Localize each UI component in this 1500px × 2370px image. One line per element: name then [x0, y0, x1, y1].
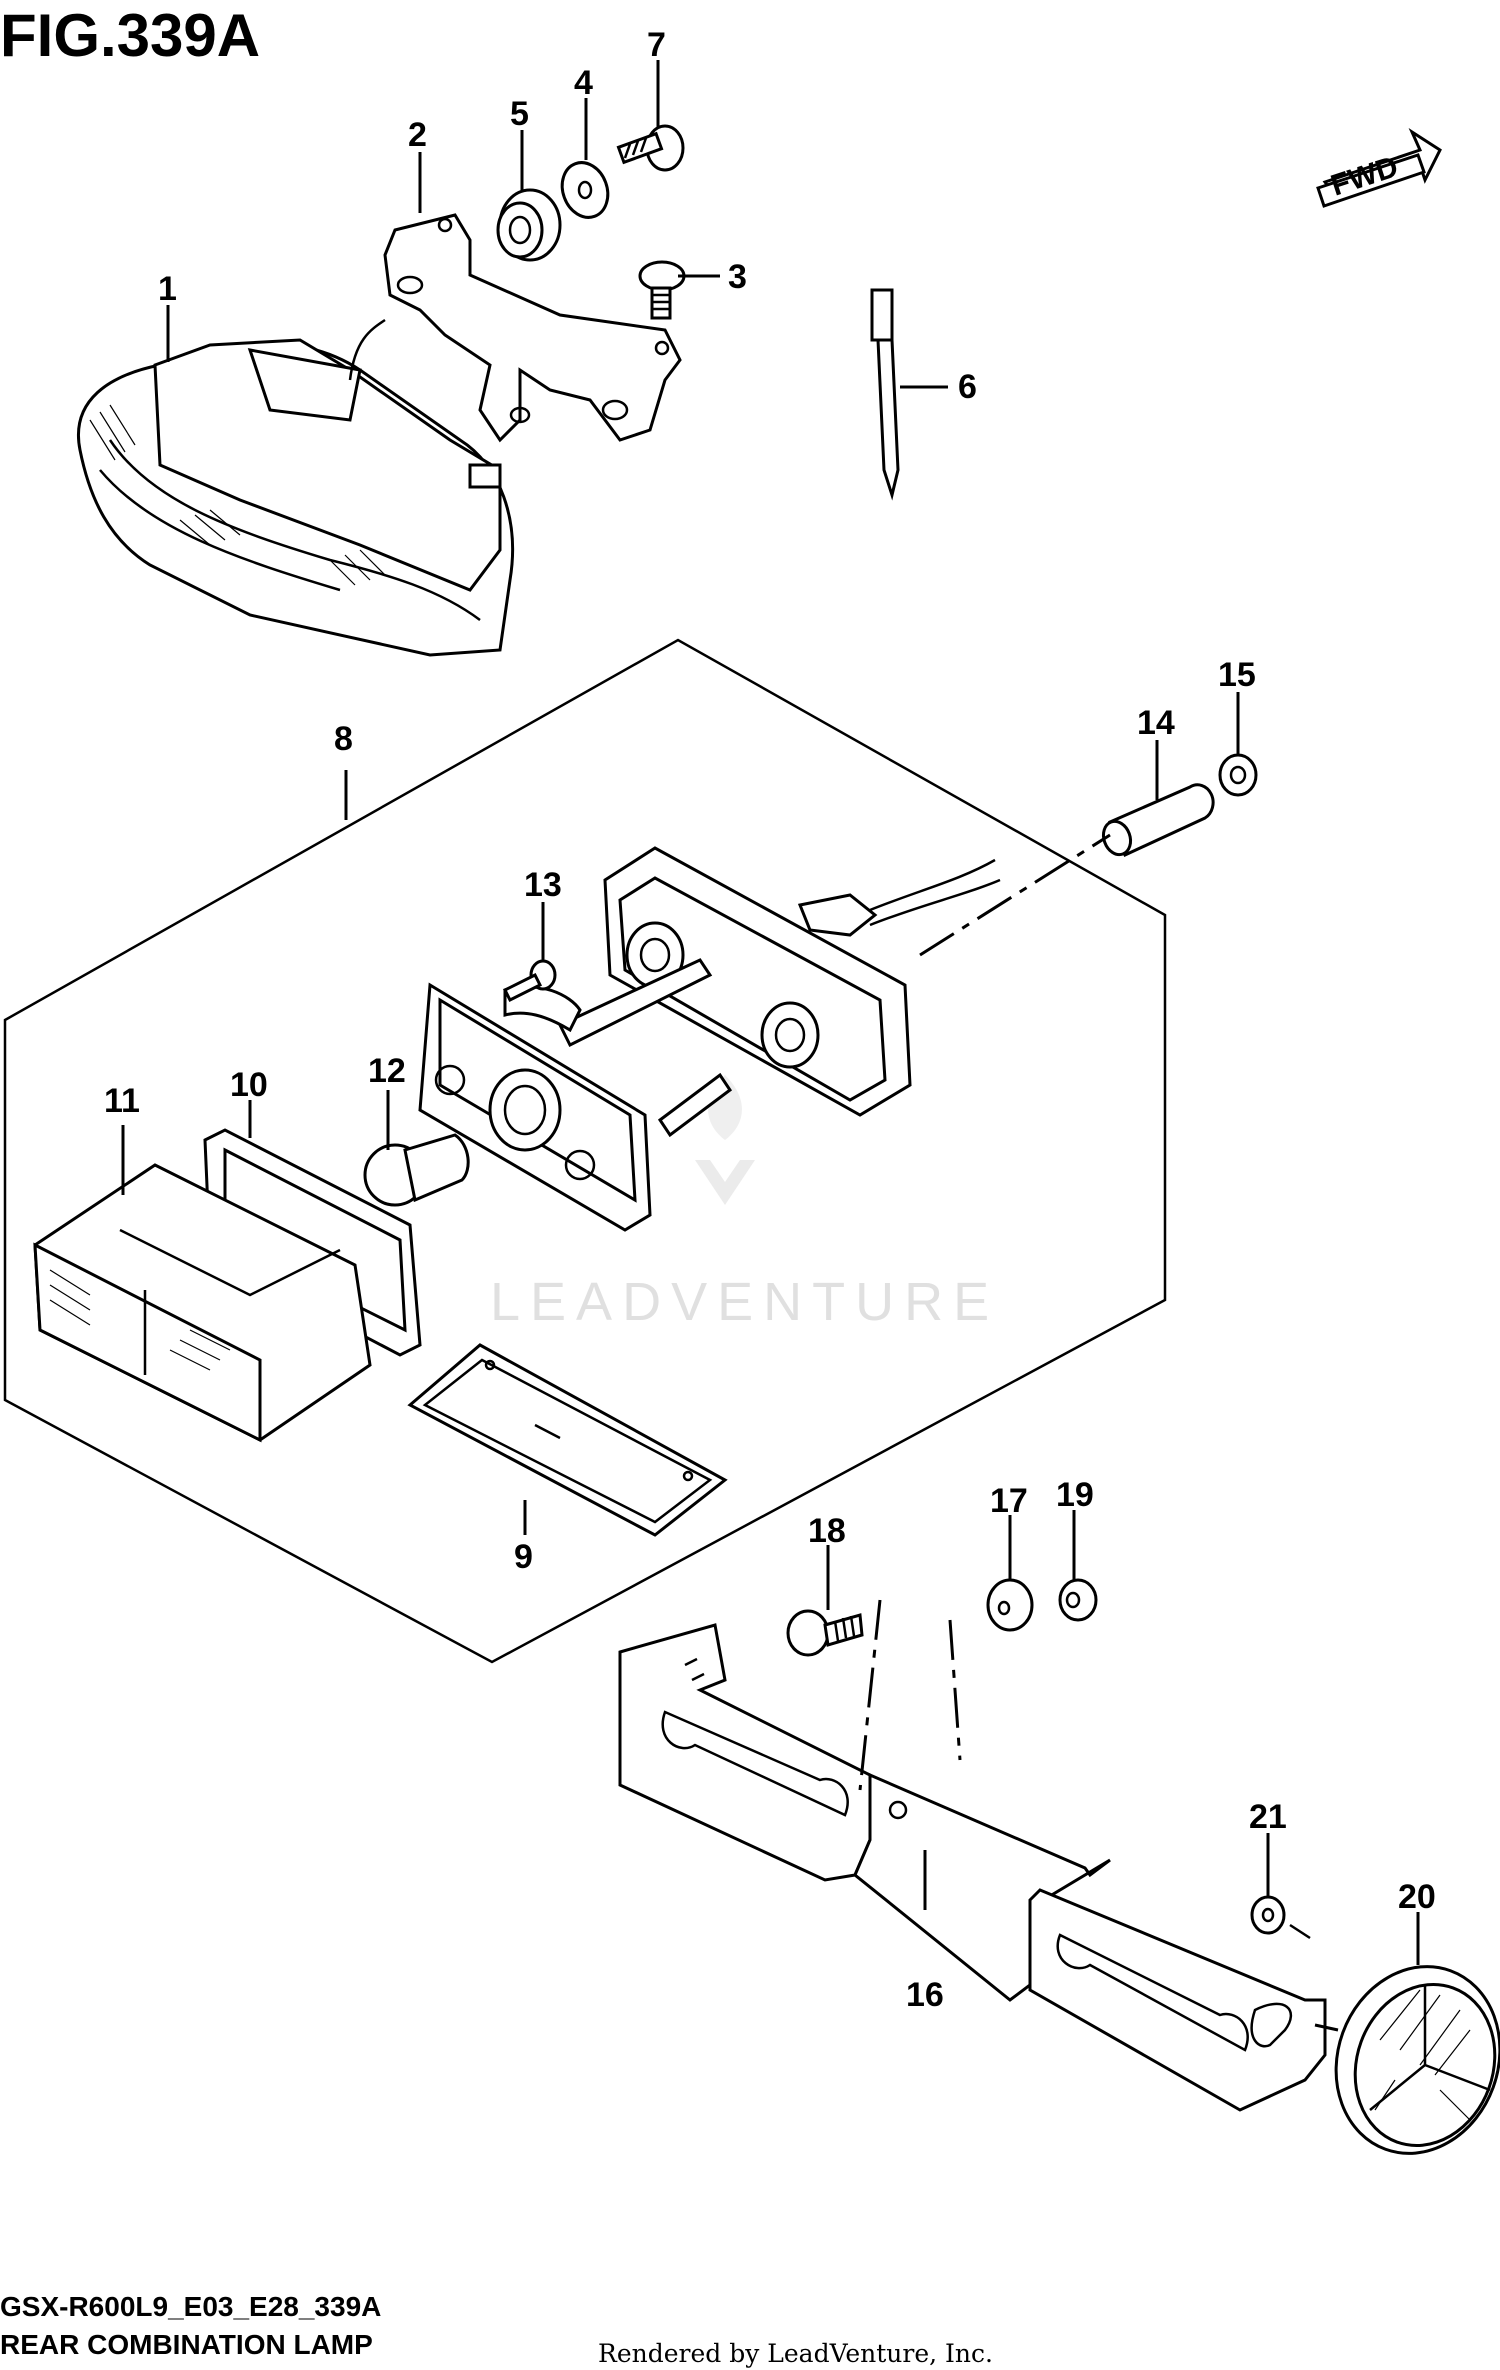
callout-1: 1 [158, 270, 177, 308]
callout-19: 19 [1056, 1476, 1094, 1514]
figure-title: FIG.339A [0, 2, 260, 69]
callout-9: 9 [514, 1538, 533, 1576]
callout-12: 12 [368, 1052, 406, 1090]
part-screw-7 [616, 124, 685, 172]
fwd-label: FWD [1327, 150, 1402, 202]
assembly-outline [3, 638, 1167, 1664]
callout-16: 16 [906, 1976, 944, 2014]
callout-6: 6 [958, 368, 977, 406]
render-credit: Rendered by LeadVenture, Inc. [598, 2339, 993, 2368]
leader-lines [121, 60, 1420, 1965]
part-cover-9 [407, 1343, 728, 1537]
callout-15: 15 [1218, 656, 1256, 694]
forward-arrow-icon: FWD [1316, 128, 1442, 208]
part-cable-tie [870, 288, 900, 501]
model-code: GSX-R600L9_E03_E28_339A [0, 2291, 381, 2322]
callout-20: 20 [1398, 1878, 1436, 1916]
part-washer-4 [560, 161, 610, 219]
part-lamp-socket-base [418, 958, 733, 1232]
callout-17: 17 [990, 1482, 1028, 1520]
part-bracket [383, 213, 682, 443]
callout-10: 10 [230, 1066, 268, 1104]
part-nut-19 [1058, 1578, 1098, 1622]
callout-21: 21 [1249, 1798, 1287, 1836]
part-bulb-12 [363, 1133, 470, 1207]
callout-4: 4 [574, 64, 593, 102]
callout-18: 18 [808, 1512, 846, 1550]
part-reflector-20 [1314, 1965, 1500, 2155]
part-nut-15 [1218, 753, 1258, 797]
part-bracket-16 [618, 1599, 1327, 2112]
part-screw-18 [786, 1609, 864, 1657]
diagram-name: REAR COMBINATION LAMP [0, 2329, 373, 2360]
callout-13: 13 [524, 866, 562, 904]
callout-2: 2 [408, 116, 427, 154]
callout-14: 14 [1137, 704, 1175, 742]
callout-7: 7 [647, 26, 666, 64]
part-lens-11 [33, 1163, 372, 1443]
watermark-text: LEADVENTURE [490, 1272, 999, 1332]
part-screw-3 [638, 260, 686, 320]
part-nut-21 [1250, 1895, 1311, 1940]
callout-3: 3 [728, 258, 747, 296]
callout-labels: 1 2 3 4 5 6 7 8 9 10 11 12 13 14 15 16 1… [104, 26, 1436, 2014]
part-grommet-5 [496, 188, 562, 262]
part-tail-lamp [77, 318, 515, 657]
callout-11: 11 [104, 1082, 140, 1120]
callout-5: 5 [510, 95, 529, 133]
part-washer-17 [986, 1578, 1034, 1632]
callout-8: 8 [334, 720, 353, 758]
part-license-lamp-housing [603, 833, 1111, 1117]
part-collar-14 [1101, 783, 1215, 857]
